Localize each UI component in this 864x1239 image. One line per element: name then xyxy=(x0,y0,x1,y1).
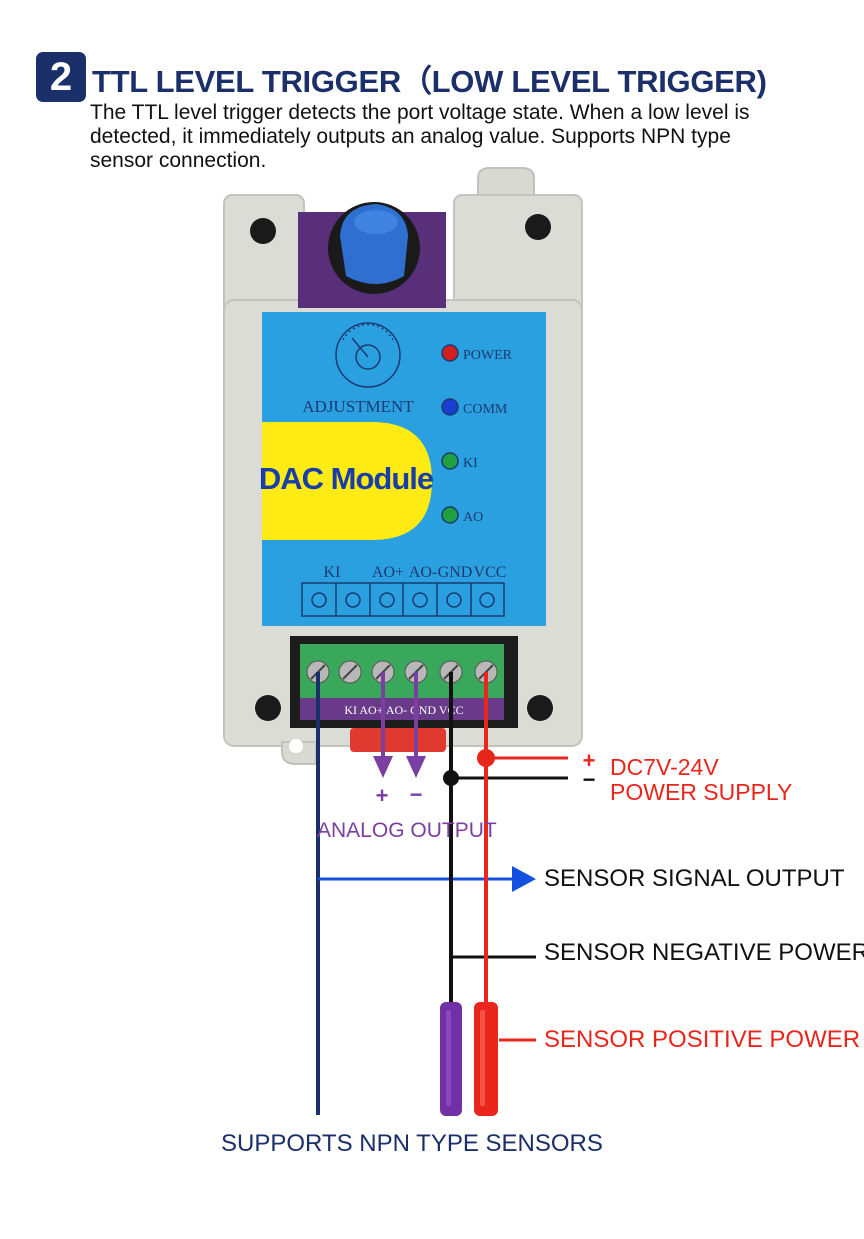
terminal-label-gnd: GND xyxy=(438,564,473,581)
housing-left-ear xyxy=(223,194,305,316)
adjustment-label: ADJUSTMENT xyxy=(302,397,414,416)
terminal-label-ki: KI xyxy=(324,564,341,581)
led-ki xyxy=(441,452,459,470)
step-number-badge: 2 xyxy=(36,52,86,102)
sensor-positive-label: SENSOR POSITIVE POWER xyxy=(544,1026,861,1053)
page-title: TTL LEVEL TRIGGER（LOW LEVEL TRIGGER) xyxy=(92,64,767,99)
terminal-label-ao-minus: AO- xyxy=(409,564,437,581)
analog-plus-sign: + xyxy=(376,783,389,808)
terminal-hole-1 xyxy=(311,592,327,608)
mount-hole-tl xyxy=(250,218,276,244)
terminal-strip-label: KI AO+ AO- GND VCC xyxy=(344,703,463,717)
terminal-block xyxy=(300,644,504,700)
power-voltage-label: DC7V-24V xyxy=(610,754,719,780)
sensor-signal-label: SENSOR SIGNAL OUTPUT xyxy=(544,865,845,892)
sensor-negative-label: SENSOR NEGATIVE POWER xyxy=(544,939,864,966)
sensor-lead-positive xyxy=(474,1002,498,1116)
led-label-power: POWER xyxy=(463,348,513,363)
terminal-hole-4 xyxy=(412,592,428,608)
mount-hole-br xyxy=(527,695,553,721)
description: The TTL level trigger detects the port v… xyxy=(90,101,750,172)
led-label-comm: COMM xyxy=(463,402,508,417)
terminal-hole-6 xyxy=(479,592,495,608)
footer-label: SUPPORTS NPN TYPE SENSORS xyxy=(221,1130,603,1157)
dac-lozenge xyxy=(262,422,432,540)
analog-minus-sign: − xyxy=(410,782,423,807)
adjustment-dial-icon xyxy=(335,322,401,388)
led-comm xyxy=(441,398,459,416)
led-label-ki: KI xyxy=(463,456,478,471)
mount-hole-tr xyxy=(525,214,551,240)
mount-hole-bl xyxy=(255,695,281,721)
module-name: DAC Module xyxy=(259,461,434,496)
housing-right-ear xyxy=(453,194,583,316)
mount-tab-top xyxy=(477,167,535,199)
led-label-ao: AO xyxy=(463,510,483,525)
led-power xyxy=(441,344,459,362)
power-minus-sign: − xyxy=(583,767,596,792)
red-connector xyxy=(350,728,446,752)
led-ao xyxy=(441,506,459,524)
terminal-hole-2 xyxy=(345,592,361,608)
power-supply-label: POWER SUPPLY xyxy=(610,779,793,805)
terminal-label-vcc: VCC xyxy=(474,564,507,581)
terminal-hole-5 xyxy=(446,592,462,608)
analog-output-label: ANALOG OUTPUT xyxy=(317,819,497,842)
terminal-label-ao-plus: AO+ xyxy=(372,564,404,581)
terminal-hole-3 xyxy=(379,592,395,608)
sensor-signal-arrow xyxy=(512,866,536,892)
power-plus-sign: + xyxy=(583,748,596,773)
